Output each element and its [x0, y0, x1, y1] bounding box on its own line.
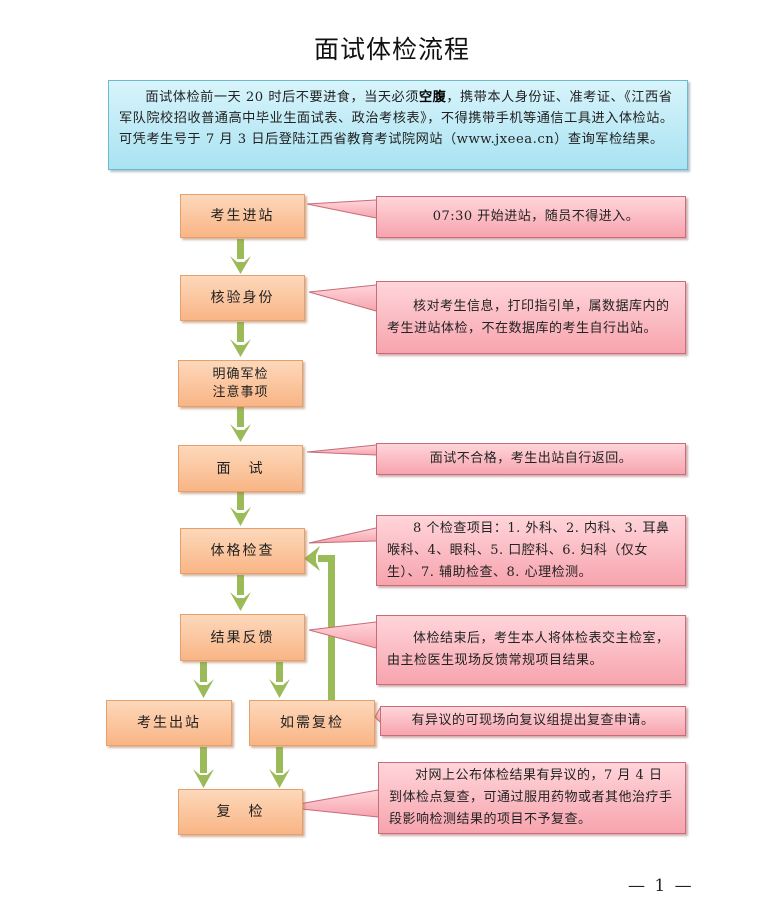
page-title: 面试体检流程 [313, 35, 470, 64]
step-feedback: 结果反馈 [180, 614, 305, 661]
step-recheck-needed: 如需复检 [249, 700, 375, 746]
callout-exam: 8 个检查项目：1. 外科、2. 内科、3. 耳鼻喉科、4、眼科、5. 口腔科、… [376, 515, 686, 586]
step-verify: 核验身份 [180, 275, 305, 321]
callout-tail-exam [308, 527, 377, 544]
callout-tail-enter [306, 199, 377, 219]
arrow-recheck-needed-to-recheck [269, 747, 290, 788]
arrow-feedback-to-exit [193, 662, 214, 698]
arrow-feedback-to-recheck-needed [269, 662, 290, 698]
arrow-exit-to-recheck [193, 747, 214, 788]
arrow-enter-to-verify [230, 239, 251, 274]
callout-enter: 07:30 开始进站，随员不得进入。 [376, 196, 686, 238]
arrow-loop-back-to-exam [304, 546, 335, 700]
step-exit: 考生出站 [106, 700, 232, 746]
callout-tail-verify [308, 284, 377, 312]
callout-interview: 面试不合格，考生出站自行返回。 [376, 443, 686, 475]
arrow-verify-to-notes [230, 322, 251, 357]
callout-tail-feedback [308, 621, 377, 649]
step-exam: 体格检查 [180, 528, 305, 574]
page-number: — 1 — [628, 876, 694, 896]
callout-recheck: 对网上公布体检结果有异议的，7 月 4 日到体检点复查，可通过服用药物或者其他治… [378, 762, 686, 834]
step-enter: 考生进站 [180, 194, 305, 238]
step-interview: 面 试 [178, 445, 303, 492]
arrow-exam-to-feedback [230, 575, 251, 611]
notice-bold-text: 空腹 [418, 90, 447, 105]
arrow-notes-to-interview [230, 407, 251, 442]
notice-box: 面试体检前一天 20 时后不要进食，当天必须空腹，携带本人身份证、准考证、《江西… [108, 80, 688, 170]
step-notes: 明确军检 注意事项 [178, 360, 303, 407]
callout-tail-interview [306, 444, 377, 456]
step-recheck: 复 检 [178, 789, 303, 835]
callout-feedback: 体检结束后，考生本人将体检表交主检室，由主检医生现场反馈常规项目结果。 [376, 615, 686, 685]
arrow-interview-to-exam [230, 492, 251, 526]
callout-recheck-needed: 有异议的可现场向复议组提出复查申请。 [380, 706, 686, 736]
notice-text: 面试体检前一天 20 时后不要进食，当天必须空腹，携带本人身份证、准考证、《江西… [119, 90, 674, 147]
callout-verify: 核对考生信息，打印指引单，属数据库内的考生进站体检，不在数据库的考生自行出站。 [376, 281, 686, 354]
